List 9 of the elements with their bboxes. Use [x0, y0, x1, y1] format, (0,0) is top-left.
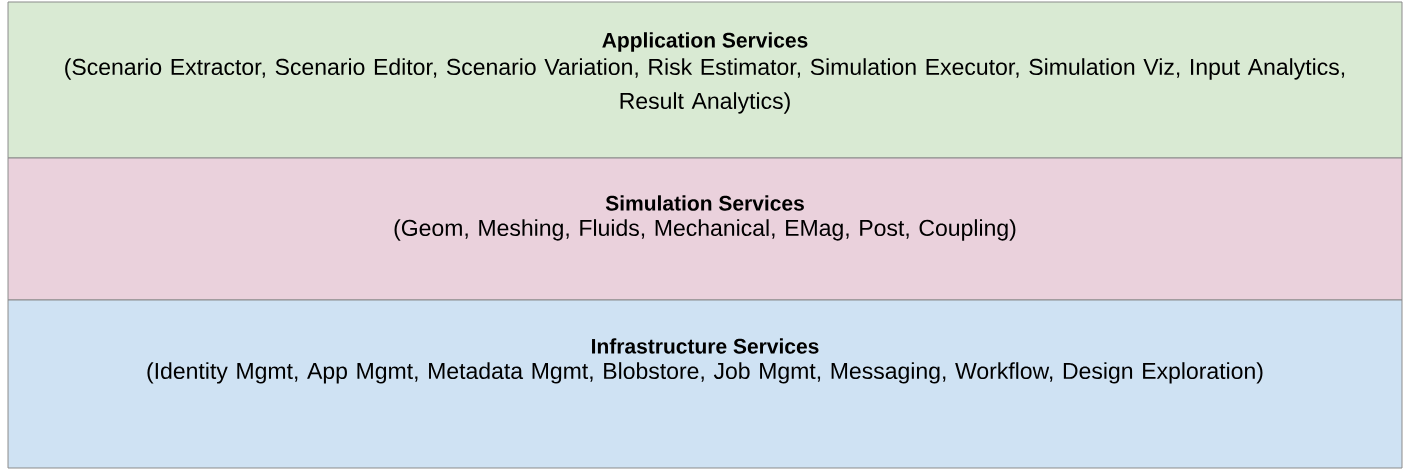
- layer-heading: Infrastructure Services: [592, 338, 819, 354]
- layer-heading: Application Services: [602, 32, 808, 52]
- service-list: (Scenario Extractor, Scenario Editor, Scenario Variation, Risk Estimator, Simulation Executor, Simulation Viz, Input Analytics, Result Analytics): [65, 58, 1345, 114]
- service-list: (Identity Mgmt, App Mgmt, Metadata Mgmt, Blobstore, Job Mgmt, Messaging, Workflow, Design Exploration): [147, 362, 1263, 384]
- service-layer-band: [7, 1, 1403, 159]
- service-list: (Geom, Meshing, Fluids, Mechanical, EMag, Post, Coupling): [394, 219, 1016, 241]
- layer-heading: Simulation Services: [605, 195, 804, 211]
- service-layer-band: [7, 299, 1403, 469]
- service-layer-band: [7, 157, 1403, 301]
